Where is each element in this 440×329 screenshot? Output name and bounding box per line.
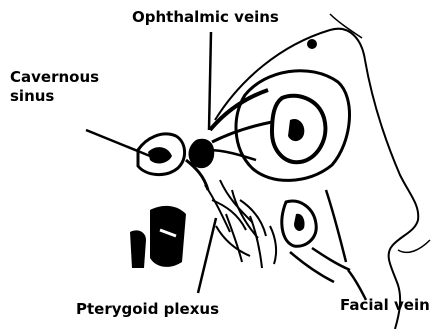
pterygoid-plexus-leader [198,218,216,293]
maxilla-and-teeth [130,201,316,268]
facial-vein-label: Facial vein [340,296,430,315]
ophthalmic-veins-leader [209,32,211,130]
cavernous-sinus-structure [138,134,214,190]
cavernous-sinus-label: Cavernous sinus [10,68,90,106]
cavernous-sinus-leader [86,130,150,156]
pterygoid-plexus-label: Pterygoid plexus [76,300,219,319]
ophthalmic-veins-label: Ophthalmic veins [132,8,279,27]
